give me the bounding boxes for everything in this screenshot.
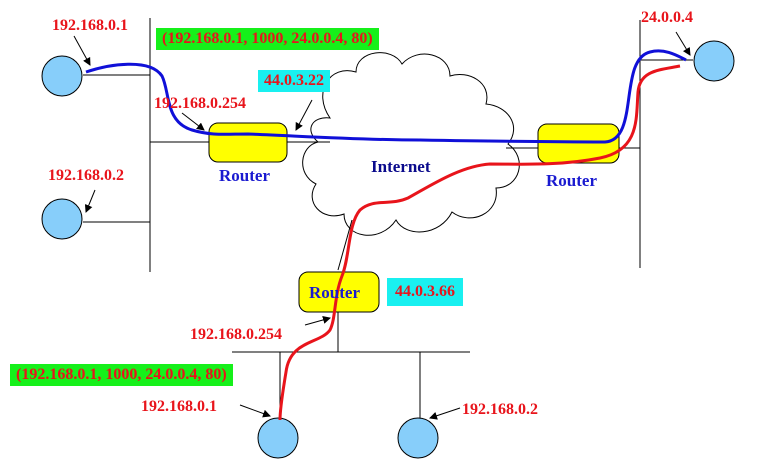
arrow-bottom-host2 — [429, 407, 461, 420]
arrow-top-left-host1 — [73, 35, 91, 66]
arrow-bottom-router-lan — [304, 316, 331, 326]
bottom-host2-icon — [397, 417, 439, 459]
top-left-host1-ip: 192.168.0.1 — [52, 17, 128, 34]
arrow-top-left-router-wan — [295, 99, 313, 131]
bottom-router-lan-ip: 192.168.0.254 — [190, 326, 282, 343]
arrow-bottom-host1 — [239, 404, 271, 418]
arrow-top-left-router-lan — [181, 112, 205, 131]
bottom-host1-ip: 192.168.0.1 — [141, 398, 217, 415]
top-left-router-wan-ip: 44.0.3.22 — [258, 70, 330, 92]
internet-label: Internet — [371, 157, 431, 176]
top-left-router-icon — [208, 122, 288, 163]
top-left-packet-tuple: (192.168.0.1, 1000, 24.0.0.4, 80) — [156, 28, 379, 50]
top-left-router-lan-ip: 192.168.0.254 — [154, 95, 246, 112]
top-left-router-label: Router — [219, 166, 270, 185]
internet-cloud — [302, 52, 520, 236]
bottom-router-wan-link — [337, 219, 353, 271]
top-left-host2-icon — [41, 198, 83, 240]
bottom-host1-icon — [257, 417, 299, 459]
top-left-host2-ip: 192.168.0.2 — [48, 167, 124, 184]
arrow-remote-host — [675, 31, 691, 56]
red-packet-path — [278, 64, 681, 421]
blue-packet-path — [85, 49, 687, 144]
right-router-label: Router — [546, 171, 597, 190]
arrow-top-left-host2 — [84, 189, 96, 213]
remote-host-icon — [693, 40, 735, 82]
bottom-router-label: Router — [309, 283, 360, 302]
right-router-icon — [537, 123, 620, 164]
bottom-host2-ip: 192.168.0.2 — [462, 401, 538, 418]
bottom-router-wan-ip: 44.0.3.66 — [387, 278, 463, 306]
top-left-host1-icon — [41, 55, 83, 97]
remote-host-ip: 24.0.0.4 — [641, 9, 693, 26]
bottom-packet-tuple: (192.168.0.1, 1000, 24.0.0.4, 80) — [10, 364, 233, 386]
